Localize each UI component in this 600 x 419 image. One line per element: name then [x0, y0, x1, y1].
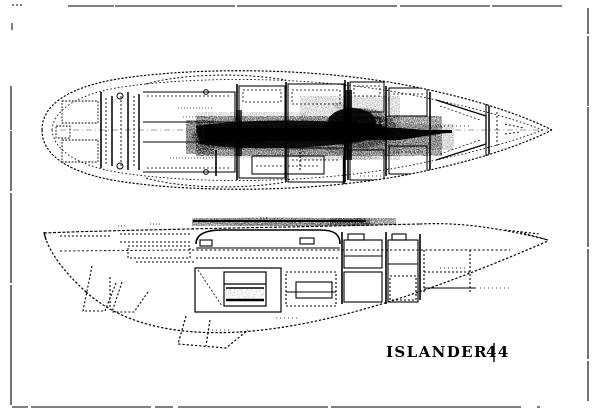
galley-stove-hatching — [226, 287, 264, 302]
cabin-trunk-inner — [196, 247, 340, 259]
cockpit-outline — [145, 74, 287, 188]
drawing-model-number: 44 — [486, 343, 510, 361]
scan-dust — [118, 125, 510, 331]
scan-smudge-band — [186, 90, 454, 160]
transom — [43, 231, 47, 241]
fin-keel — [177, 315, 249, 349]
deck-fittings — [116, 89, 209, 175]
deck-toerail-line — [51, 79, 544, 181]
deck-plan-view — [41, 70, 553, 190]
v-berth-profile — [423, 250, 476, 292]
drawing-title: ISLANDER — [386, 343, 488, 361]
midship-compartments — [238, 83, 345, 183]
coachroof-scuff — [192, 217, 396, 226]
forward-bulkhead-profile — [341, 232, 421, 304]
aft-bulkhead-dashes — [105, 96, 135, 168]
interior-joinery-main — [285, 271, 337, 307]
interior-joinery-aft — [194, 267, 282, 313]
aft-joinery-profile — [60, 233, 196, 263]
aft-bulkheads — [100, 92, 140, 170]
design-waterline — [59, 249, 510, 252]
deck-hull-outline — [41, 70, 553, 190]
profile-deck-fittings — [199, 233, 407, 247]
drawing-border — [10, 4, 589, 409]
rudder-and-skeg — [82, 265, 149, 313]
title-block: ISLANDER 44 — [386, 343, 510, 362]
aft-cabin-compartments — [55, 100, 99, 163]
interior-joinery-forward — [343, 239, 419, 303]
cabin-trunk — [195, 229, 341, 245]
profile-view — [43, 125, 549, 349]
profile-sheer-line — [43, 223, 549, 241]
bow-stem — [504, 229, 549, 241]
